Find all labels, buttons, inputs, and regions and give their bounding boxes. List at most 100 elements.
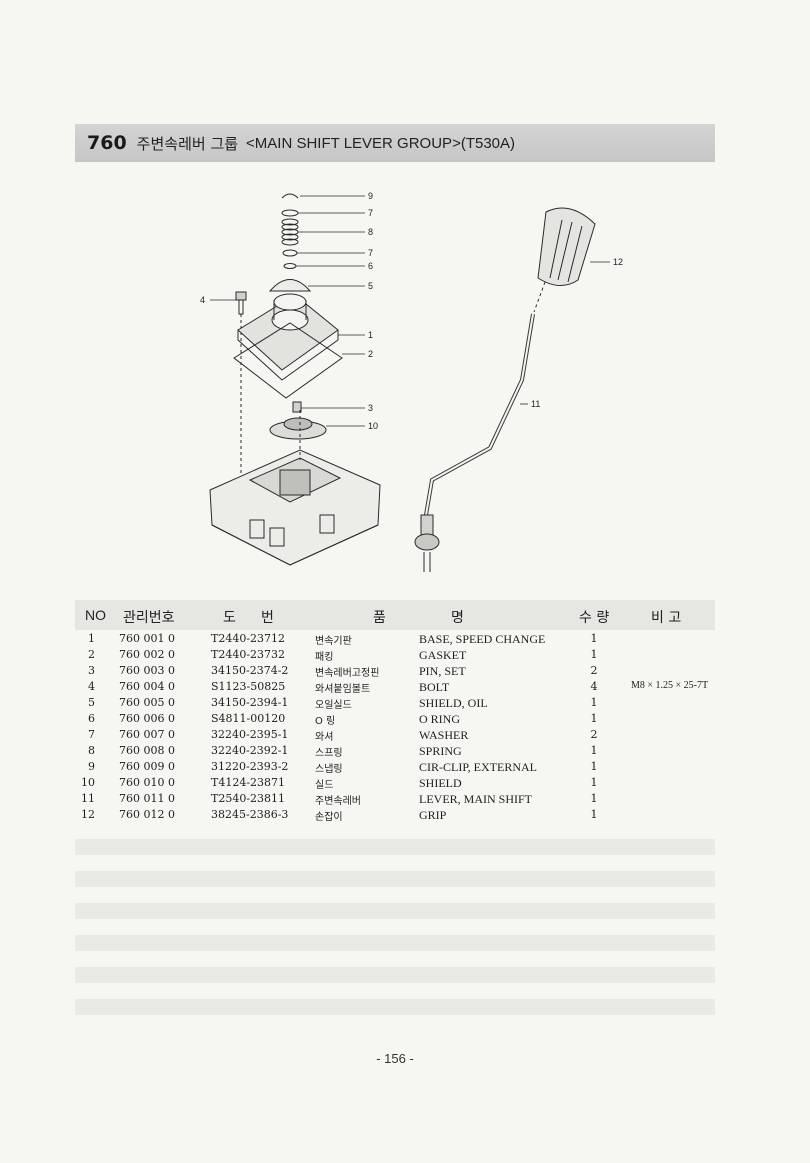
table-stripe — [75, 839, 715, 855]
cell-row-number: 8 — [88, 744, 95, 757]
table-stripe — [75, 871, 715, 887]
cell-management-number: 760 003 0 — [119, 664, 175, 677]
cell-korean-name: O 링 — [315, 716, 336, 727]
header-no: NO — [85, 607, 106, 623]
callout-8: 8 — [368, 227, 373, 237]
section-number: 760 — [87, 132, 127, 154]
gasket-shape — [233, 322, 343, 399]
cell-quantity: 1 — [590, 632, 598, 645]
cell-management-number: 760 011 0 — [119, 792, 175, 805]
cell-drawing-number: T2440-23732 — [211, 648, 286, 661]
table-stripe — [75, 999, 715, 1015]
table-row: 8 760 008 0 32240-2392-1 스프링 SPRING 1 — [75, 743, 725, 759]
table-stripe — [75, 967, 715, 983]
cell-korean-name: 주변속레버 — [315, 796, 361, 807]
cell-quantity: 4 — [590, 680, 598, 693]
cell-drawing-number: 34150-2374-2 — [211, 664, 289, 677]
callout-4: 4 — [200, 295, 205, 305]
cell-quantity: 1 — [590, 760, 598, 773]
cell-quantity: 2 — [590, 664, 598, 677]
cell-english-name: BASE, SPEED CHANGE — [419, 632, 546, 646]
cell-english-name: O RING — [419, 712, 460, 726]
cell-english-name: BOLT — [419, 680, 450, 694]
cell-drawing-number: T2440-23712 — [211, 632, 286, 645]
parts-table: 1 760 001 0 T2440-23712 변속기판 BASE, SPEED CHA… — [75, 631, 725, 823]
table-row: 11 760 011 0 T2540-23811 주변속레버 LEVER, MAIN S… — [75, 791, 725, 807]
cell-english-name: LEVER, MAIN SHIFT — [419, 792, 532, 806]
cell-korean-name: 변속기판 — [315, 636, 352, 647]
header-drawing-2: 번 — [261, 610, 274, 626]
header-name-2: 명 — [451, 610, 464, 626]
section-title-bar: 760 주변속레버 그룹 <MAIN SHIFT LEVER GROUP>(T5… — [75, 124, 715, 162]
cell-management-number: 760 010 0 — [119, 776, 175, 789]
circlip-shape — [281, 193, 299, 199]
cell-management-number: 760 009 0 — [119, 760, 175, 773]
cell-management-number: 760 004 0 — [119, 680, 175, 693]
cell-quantity: 1 — [590, 744, 598, 757]
cell-korean-name: 손잡이 — [315, 812, 343, 823]
cell-english-name: PIN, SET — [419, 664, 466, 678]
cell-drawing-number: T2540-23811 — [211, 792, 286, 805]
cell-drawing-number: 38245-2386-3 — [211, 808, 289, 821]
cell-management-number: 760 002 0 — [119, 648, 175, 661]
header-drawing-1: 도 — [223, 610, 236, 626]
base-shape — [237, 293, 339, 381]
cell-row-number: 2 — [88, 648, 95, 661]
diagram-svg: 9 7 8 7 6 5 4 1 2 3 10 11 12 — [200, 191, 623, 572]
cell-drawing-number: 34150-2394-1 — [211, 696, 289, 709]
callout-7: 7 — [368, 208, 373, 218]
table-stripe — [75, 903, 715, 919]
lever-shape — [414, 313, 535, 572]
cell-remark: M8 × 1.25 × 25-7T — [631, 680, 709, 691]
cell-quantity: 1 — [590, 792, 598, 805]
cell-drawing-number: S4811-00120 — [211, 712, 286, 725]
cell-korean-name: 변속레버고정핀 — [315, 668, 380, 679]
callout-11: 11 — [531, 399, 540, 409]
callout-leaders — [210, 195, 610, 427]
table-stripe — [75, 935, 715, 951]
cell-drawing-number: 31220-2393-2 — [211, 760, 289, 773]
header-mgmt-number: 관리번호 — [123, 610, 175, 626]
page-number: - 156 - — [376, 1051, 414, 1066]
cell-korean-name: 스프링 — [315, 748, 343, 759]
cell-row-number: 7 — [88, 728, 95, 741]
callout-7b: 7 — [368, 248, 373, 258]
spring-shape — [281, 218, 299, 246]
cell-korean-name: 패킹 — [315, 652, 334, 663]
cell-row-number: 9 — [88, 760, 95, 773]
cell-quantity: 1 — [590, 712, 598, 725]
callout-6: 6 — [368, 261, 373, 271]
cell-management-number: 760 008 0 — [119, 744, 175, 757]
header-quantity: 수 량 — [579, 610, 610, 626]
header-remark: 비 고 — [651, 610, 682, 626]
cell-drawing-number: 32240-2392-1 — [211, 744, 289, 757]
cell-korean-name: 오일실드 — [315, 700, 352, 711]
table-row: 1 760 001 0 T2440-23712 변속기판 BASE, SPEED CHA… — [75, 631, 725, 647]
header-name-1: 품 — [373, 610, 386, 626]
callout-9: 9 — [368, 191, 373, 201]
callout-2: 2 — [368, 349, 373, 359]
cell-english-name: GRIP — [419, 808, 447, 822]
cell-english-name: WASHER — [419, 728, 469, 742]
cell-quantity: 1 — [590, 808, 598, 821]
cell-management-number: 760 001 0 — [119, 632, 175, 645]
cell-english-name: GASKET — [419, 648, 467, 662]
cell-korean-name: 스냅링 — [315, 764, 343, 775]
cell-row-number: 1 — [88, 632, 95, 645]
exploded-parts-diagram: 9 7 8 7 6 5 4 1 2 3 10 11 12 — [190, 180, 640, 590]
cell-drawing-number: T4124-23871 — [211, 776, 286, 789]
cell-english-name: SPRING — [419, 744, 462, 758]
pin-shape — [292, 401, 302, 413]
shield-shape — [269, 417, 327, 440]
cell-row-number: 11 — [81, 792, 95, 805]
cell-quantity: 1 — [590, 648, 598, 661]
table-row: 2 760 002 0 T2440-23732 패킹 GASKET 1 — [75, 647, 725, 663]
cell-quantity: 1 — [590, 696, 598, 709]
